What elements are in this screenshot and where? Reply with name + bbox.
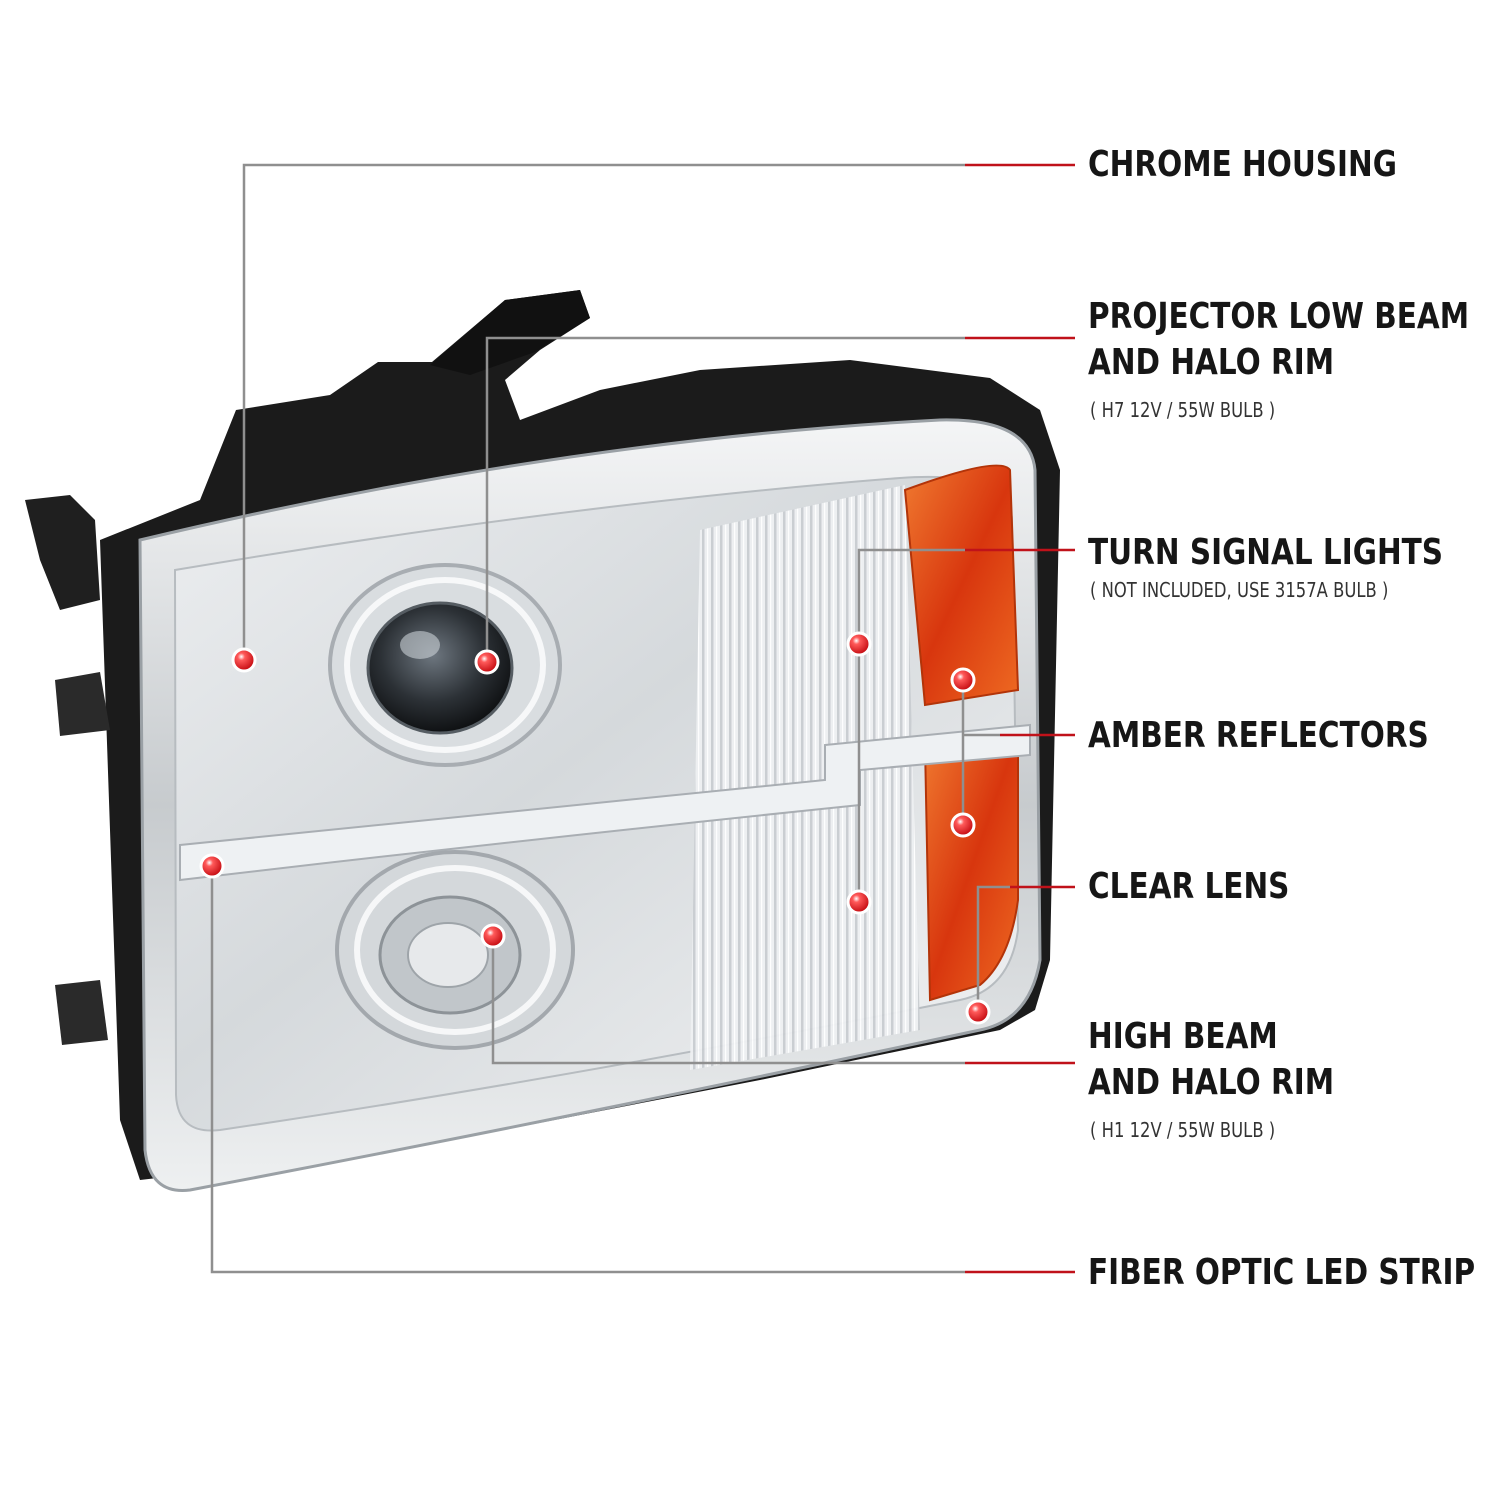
label-projector-low-beam: PROJECTOR LOW BEAM: [1088, 296, 1470, 337]
label-clear-lens: CLEAR LENS: [1088, 866, 1290, 907]
high-beam-unit: [335, 850, 575, 1050]
label-chrome-housing: CHROME HOUSING: [1088, 144, 1397, 185]
label-projector-bulb-spec: ( H7 12V / 55W BULB ): [1090, 398, 1276, 422]
label-turn-signal-lights: TURN SIGNAL LIGHTS: [1088, 532, 1444, 573]
clear-turn-signal-lens: [690, 485, 920, 1070]
top-bracket-icon: [430, 290, 590, 375]
marker-amber-upper-icon: [950, 667, 976, 693]
mounting-clip-lower-icon: [55, 980, 108, 1045]
marker-turn-signal-lower-icon: [846, 889, 872, 915]
amber-reflector-lower: [923, 733, 1019, 1002]
label-high-beam-bulb-spec: ( H1 12V / 55W BULB ): [1090, 1118, 1276, 1142]
label-projector-low-beam-line2: AND HALO RIM: [1088, 342, 1335, 383]
marker-chrome-housing-icon: [231, 647, 257, 673]
label-turn-signal-bulb-spec: ( NOT INCLUDED, USE 3157A BULB ): [1090, 578, 1389, 602]
marker-turn-signal-upper-icon: [846, 631, 872, 657]
marker-fiber-strip-icon: [199, 853, 225, 879]
mounting-clip-icon: [55, 672, 110, 736]
label-amber-reflectors: AMBER REFLECTORS: [1088, 715, 1429, 756]
callout-lines-grey: [210, 163, 1010, 1274]
label-high-beam: HIGH BEAM: [1088, 1016, 1278, 1057]
fiber-optic-strip: [179, 723, 1031, 882]
label-high-beam-line2: AND HALO RIM: [1088, 1062, 1335, 1103]
amber-reflector-upper: [903, 464, 1020, 707]
marker-high-beam-icon: [480, 923, 506, 949]
marker-dots: [199, 631, 991, 1025]
marker-projector-low-beam-icon: [474, 649, 500, 675]
callout-lines-red: [965, 163, 1075, 1274]
projector-low-beam-unit: [328, 563, 562, 767]
marker-clear-lens-icon: [965, 999, 991, 1025]
label-fiber-optic-led-strip: FIBER OPTIC LED STRIP: [1088, 1252, 1476, 1293]
mounting-tab-icon: [25, 495, 100, 610]
marker-amber-lower-icon: [950, 812, 976, 838]
